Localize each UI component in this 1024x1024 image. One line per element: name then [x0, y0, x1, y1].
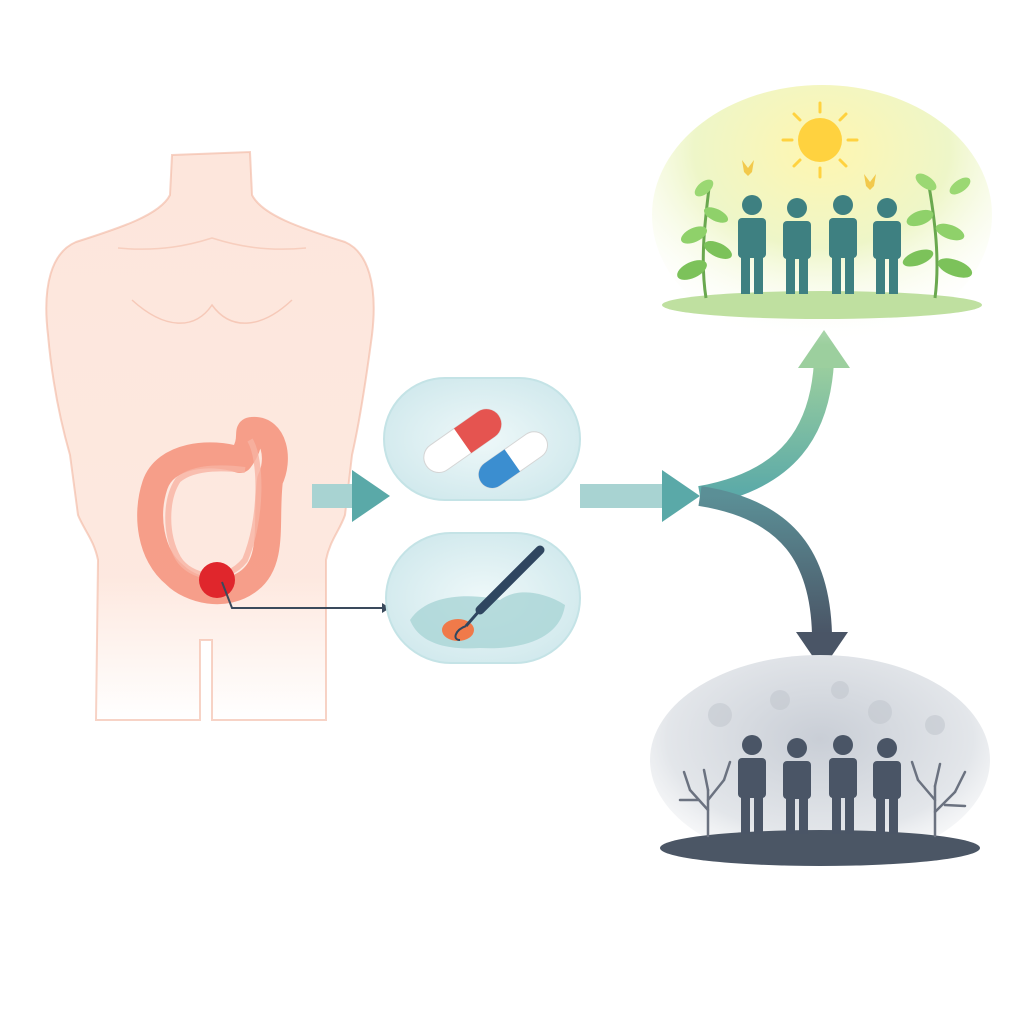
red-white-capsule-icon	[423, 408, 502, 473]
healthy-people-sunny-scene-icon	[652, 85, 992, 345]
people-gloomy-scene-icon	[650, 655, 990, 866]
person-icon	[783, 198, 811, 294]
human-body-with-colon-tumor-icon	[45, 150, 390, 721]
medication-bubble	[383, 377, 581, 501]
butterfly-icon	[742, 160, 754, 176]
sun-icon	[781, 101, 859, 179]
fog-clouds	[708, 681, 945, 735]
plant-left-icon	[677, 179, 732, 299]
person-icon	[829, 735, 857, 834]
colon-inner	[165, 438, 262, 579]
endoscopic-tool-icon	[454, 545, 545, 641]
bare-tree-left-icon	[678, 760, 732, 838]
arrow-to-medication	[312, 470, 390, 522]
plant-right-icon	[902, 173, 973, 299]
healthy-people-group-icon	[738, 195, 901, 294]
person-icon	[873, 738, 901, 834]
person-icon	[738, 195, 766, 294]
colon	[137, 417, 288, 605]
dark-ground	[660, 830, 980, 866]
tumor-marker	[199, 562, 235, 598]
blue-white-capsule-icon	[478, 431, 548, 489]
unhealthy-people-group-icon	[738, 735, 901, 834]
person-icon	[783, 738, 811, 834]
person-icon	[829, 195, 857, 294]
butterfly-icon-2	[864, 174, 876, 190]
chest-line	[131, 299, 293, 324]
up-branch	[698, 361, 834, 506]
down-branch	[698, 486, 832, 635]
down-arrowhead	[796, 632, 848, 670]
body-silhouette	[45, 150, 375, 721]
arrow-to-outcomes	[580, 330, 850, 670]
collar-line	[117, 237, 307, 250]
bare-tree-right-icon	[910, 760, 967, 838]
green-ground	[662, 291, 982, 319]
procedure-bubble	[385, 532, 581, 664]
up-arrowhead	[798, 330, 850, 368]
tumor-pointer-line	[221, 581, 382, 609]
person-icon	[738, 735, 766, 834]
person-icon	[873, 198, 901, 294]
